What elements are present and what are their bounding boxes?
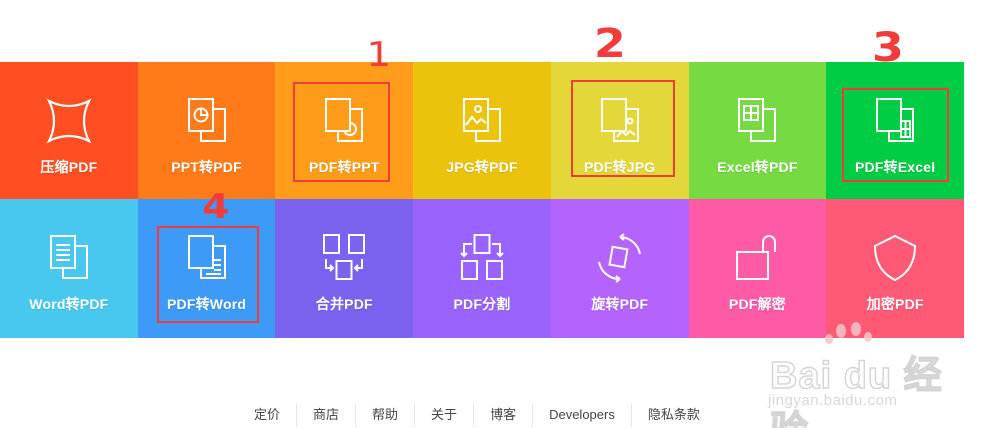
excel-to-pdf-icon [731,95,783,147]
footer-link-help[interactable]: 帮助 [355,403,414,427]
pdf-to-jpg-icon [594,95,646,147]
tool-pdf-to-jpg[interactable]: PDF转JPG [550,62,689,199]
tool-label: PDF转Excel [854,159,936,175]
tool-word-to-pdf[interactable]: Word转PDF [0,199,138,338]
pdf-to-excel-icon [869,95,921,147]
pdf-to-ppt-icon [318,95,370,147]
tool-label: 合并PDF [315,296,373,312]
compress-icon [43,95,95,147]
merge-icon [318,232,370,284]
tool-label: Word转PDF [29,296,109,312]
tool-compress-pdf[interactable]: 压缩PDF [0,62,138,199]
tool-label: 旋转PDF [591,296,649,312]
footer-nav: 定价 商店 帮助 关于 博客 Developers 隐私条款 [240,403,716,427]
tool-pdf-to-excel[interactable]: PDF转Excel [826,62,964,199]
tool-label: 加密PDF [866,296,924,312]
tool-label: PPT转PDF [171,159,242,175]
annotation-number-2: 2 [593,21,626,67]
tool-label: PDF转Word [167,296,247,312]
footer-link-about[interactable]: 关于 [414,403,473,427]
tool-label: PDF转JPG [583,159,656,175]
shield-icon [869,232,921,284]
footer-link-developers[interactable]: Developers [532,403,631,427]
pdf-to-word-icon [181,232,233,284]
footer-link-privacy[interactable]: 隐私条款 [630,403,716,427]
watermark-brand: Bai du 经验 [769,354,943,428]
rotate-icon [594,232,646,284]
tool-label: PDF转PPT [308,159,380,175]
tool-label: 压缩PDF [40,159,98,175]
unlock-icon [731,232,783,284]
jpg-to-pdf-icon [456,95,508,147]
watermark-url: jingyan.baidu.com [768,392,898,409]
tool-label: JPG转PDF [446,159,518,175]
tool-grid: 压缩PDF PPT转PDF PDF转PPT JPG转PDF PDF转JPG Ex… [0,62,964,338]
tool-protect-pdf[interactable]: 加密PDF [826,199,964,338]
footer-link-blog[interactable]: 博客 [473,403,532,427]
tool-pdf-to-word[interactable]: PDF转Word [137,199,276,338]
ppt-to-pdf-icon [181,95,233,147]
tool-excel-to-pdf[interactable]: Excel转PDF [688,62,827,199]
tool-split-pdf[interactable]: PDF分割 [413,199,551,338]
tool-label: PDF分割 [453,296,511,312]
word-to-pdf-icon [43,232,95,284]
tool-jpg-to-pdf[interactable]: JPG转PDF [413,62,551,199]
tool-ppt-to-pdf[interactable]: PPT转PDF [137,62,276,199]
footer-link-pricing[interactable]: 定价 [254,407,281,422]
tool-label: Excel转PDF [717,159,798,175]
split-icon [456,232,508,284]
tool-label: PDF解密 [728,296,786,312]
tool-rotate-pdf[interactable]: 旋转PDF [550,199,689,338]
tool-unlock-pdf[interactable]: PDF解密 [688,199,827,338]
tool-merge-pdf[interactable]: 合并PDF [275,199,414,338]
footer-link-store[interactable]: 商店 [296,403,355,427]
tool-pdf-to-ppt[interactable]: PDF转PPT [275,62,414,199]
